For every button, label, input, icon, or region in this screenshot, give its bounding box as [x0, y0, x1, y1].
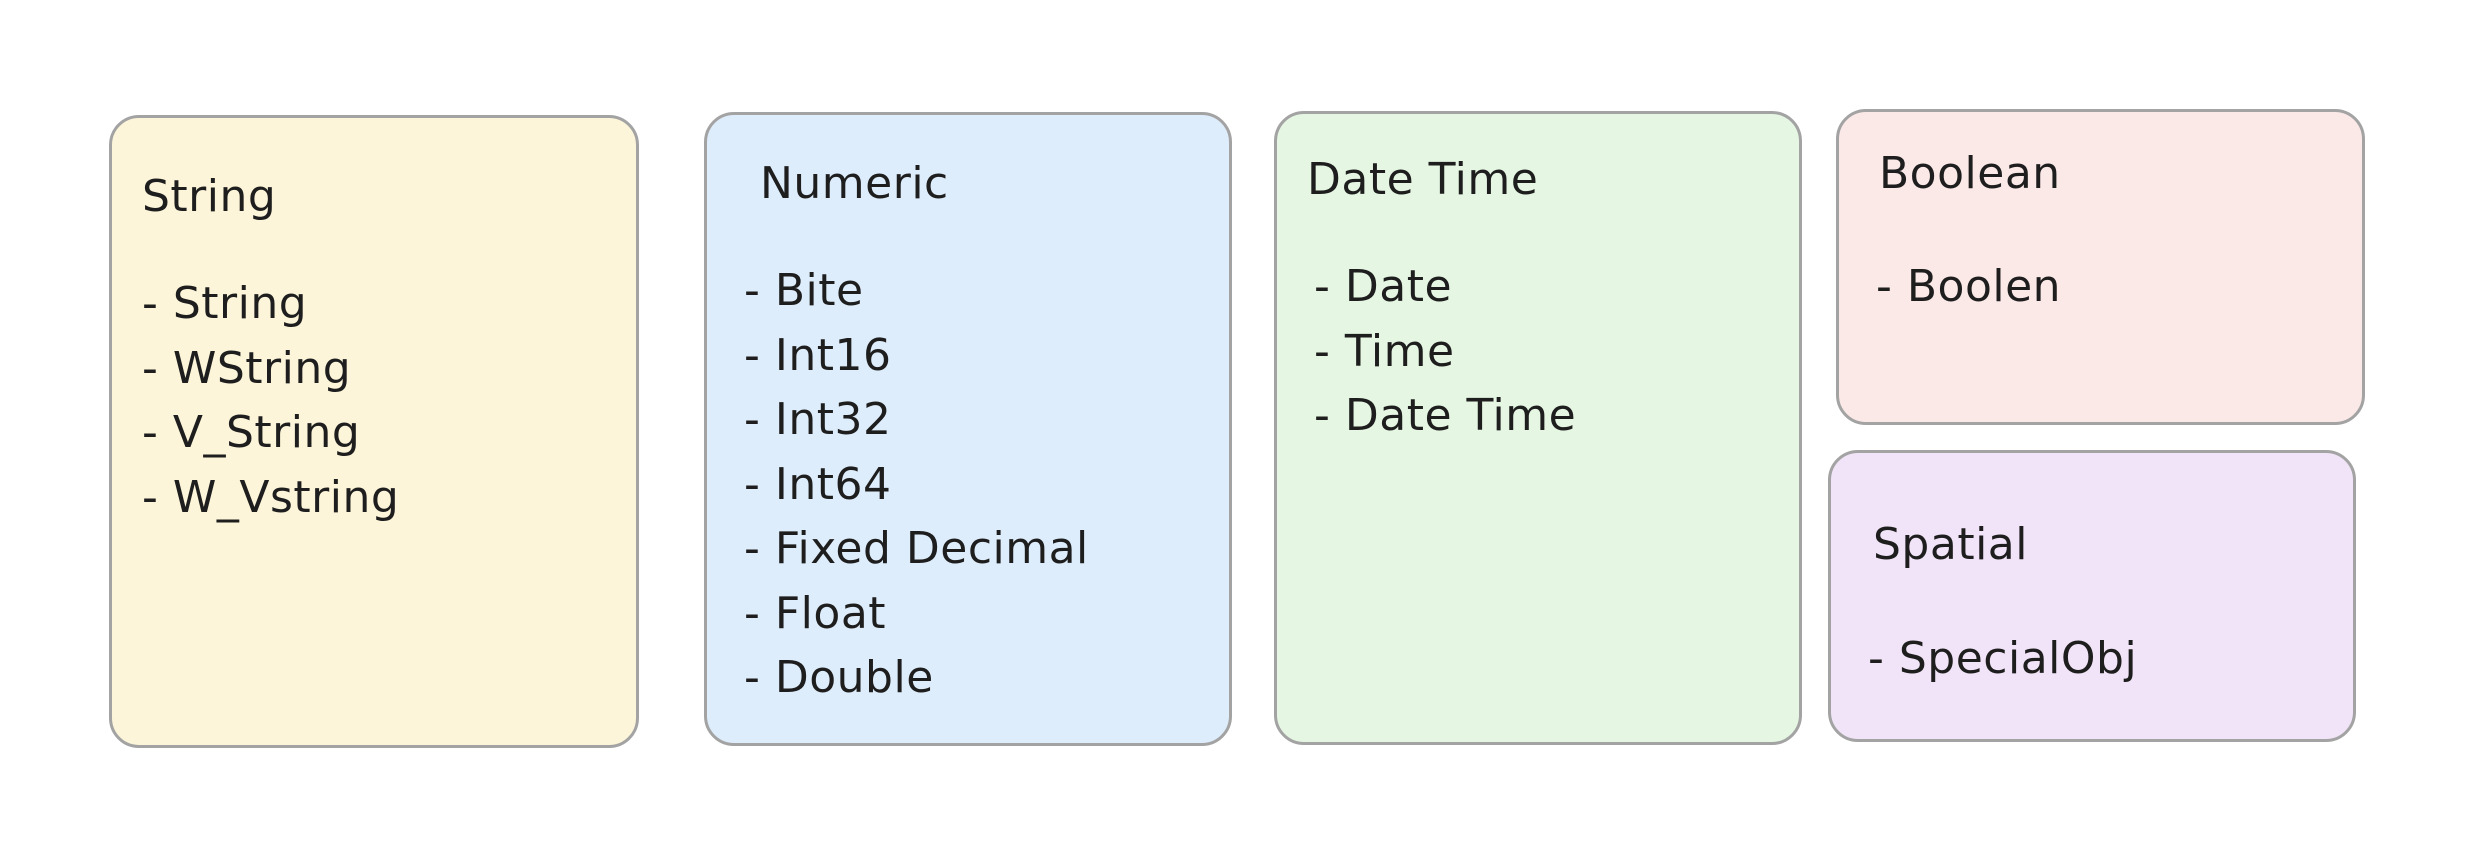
card-title: Date Time: [1307, 154, 1539, 205]
list-item: - Boolen: [1876, 261, 2062, 312]
card-title: Boolean: [1879, 148, 2061, 199]
card-spatial[interactable]: Spatial - SpecialObj: [1828, 450, 2356, 742]
item-list: - Boolen: [1876, 255, 2061, 320]
item-list: - Bite - Int16 - Int32 - Int64 - Fixed D…: [744, 259, 1089, 711]
list-item: - Date Time: [1314, 390, 1577, 441]
list-item: - Double: [744, 652, 934, 703]
card-title: Numeric: [760, 158, 949, 209]
list-item: - WString: [142, 342, 352, 394]
card-title: String: [142, 171, 277, 222]
card-title: Spatial: [1873, 519, 2028, 570]
list-item: - Time: [1314, 325, 1455, 377]
card-numeric[interactable]: Numeric - Bite - Int16 - Int32 - Int64 -…: [704, 112, 1232, 746]
card-string[interactable]: String - String - WString - V_String - W…: [109, 115, 639, 748]
item-list: - String - WString - V_String - W_Vstrin…: [142, 272, 399, 530]
list-item: - Int16: [744, 329, 892, 381]
list-item: - String: [142, 278, 308, 329]
list-item: - Fixed Decimal: [744, 523, 1089, 574]
list-item: - V_String: [142, 407, 361, 458]
list-item: - Float: [744, 587, 887, 639]
item-list: - Date - Time - Date Time: [1314, 255, 1576, 449]
list-item: - Int32: [744, 394, 892, 445]
card-date-time[interactable]: Date Time - Date - Time - Date Time: [1274, 111, 1802, 745]
item-list: - SpecialObj: [1868, 627, 2137, 692]
card-boolean[interactable]: Boolean - Boolen: [1836, 109, 2365, 425]
list-item: - W_Vstring: [142, 471, 400, 523]
list-item: - Bite: [744, 265, 864, 316]
list-item: - Date: [1314, 261, 1453, 312]
list-item: - SpecialObj: [1868, 633, 2138, 684]
list-item: - Int64: [744, 458, 892, 510]
